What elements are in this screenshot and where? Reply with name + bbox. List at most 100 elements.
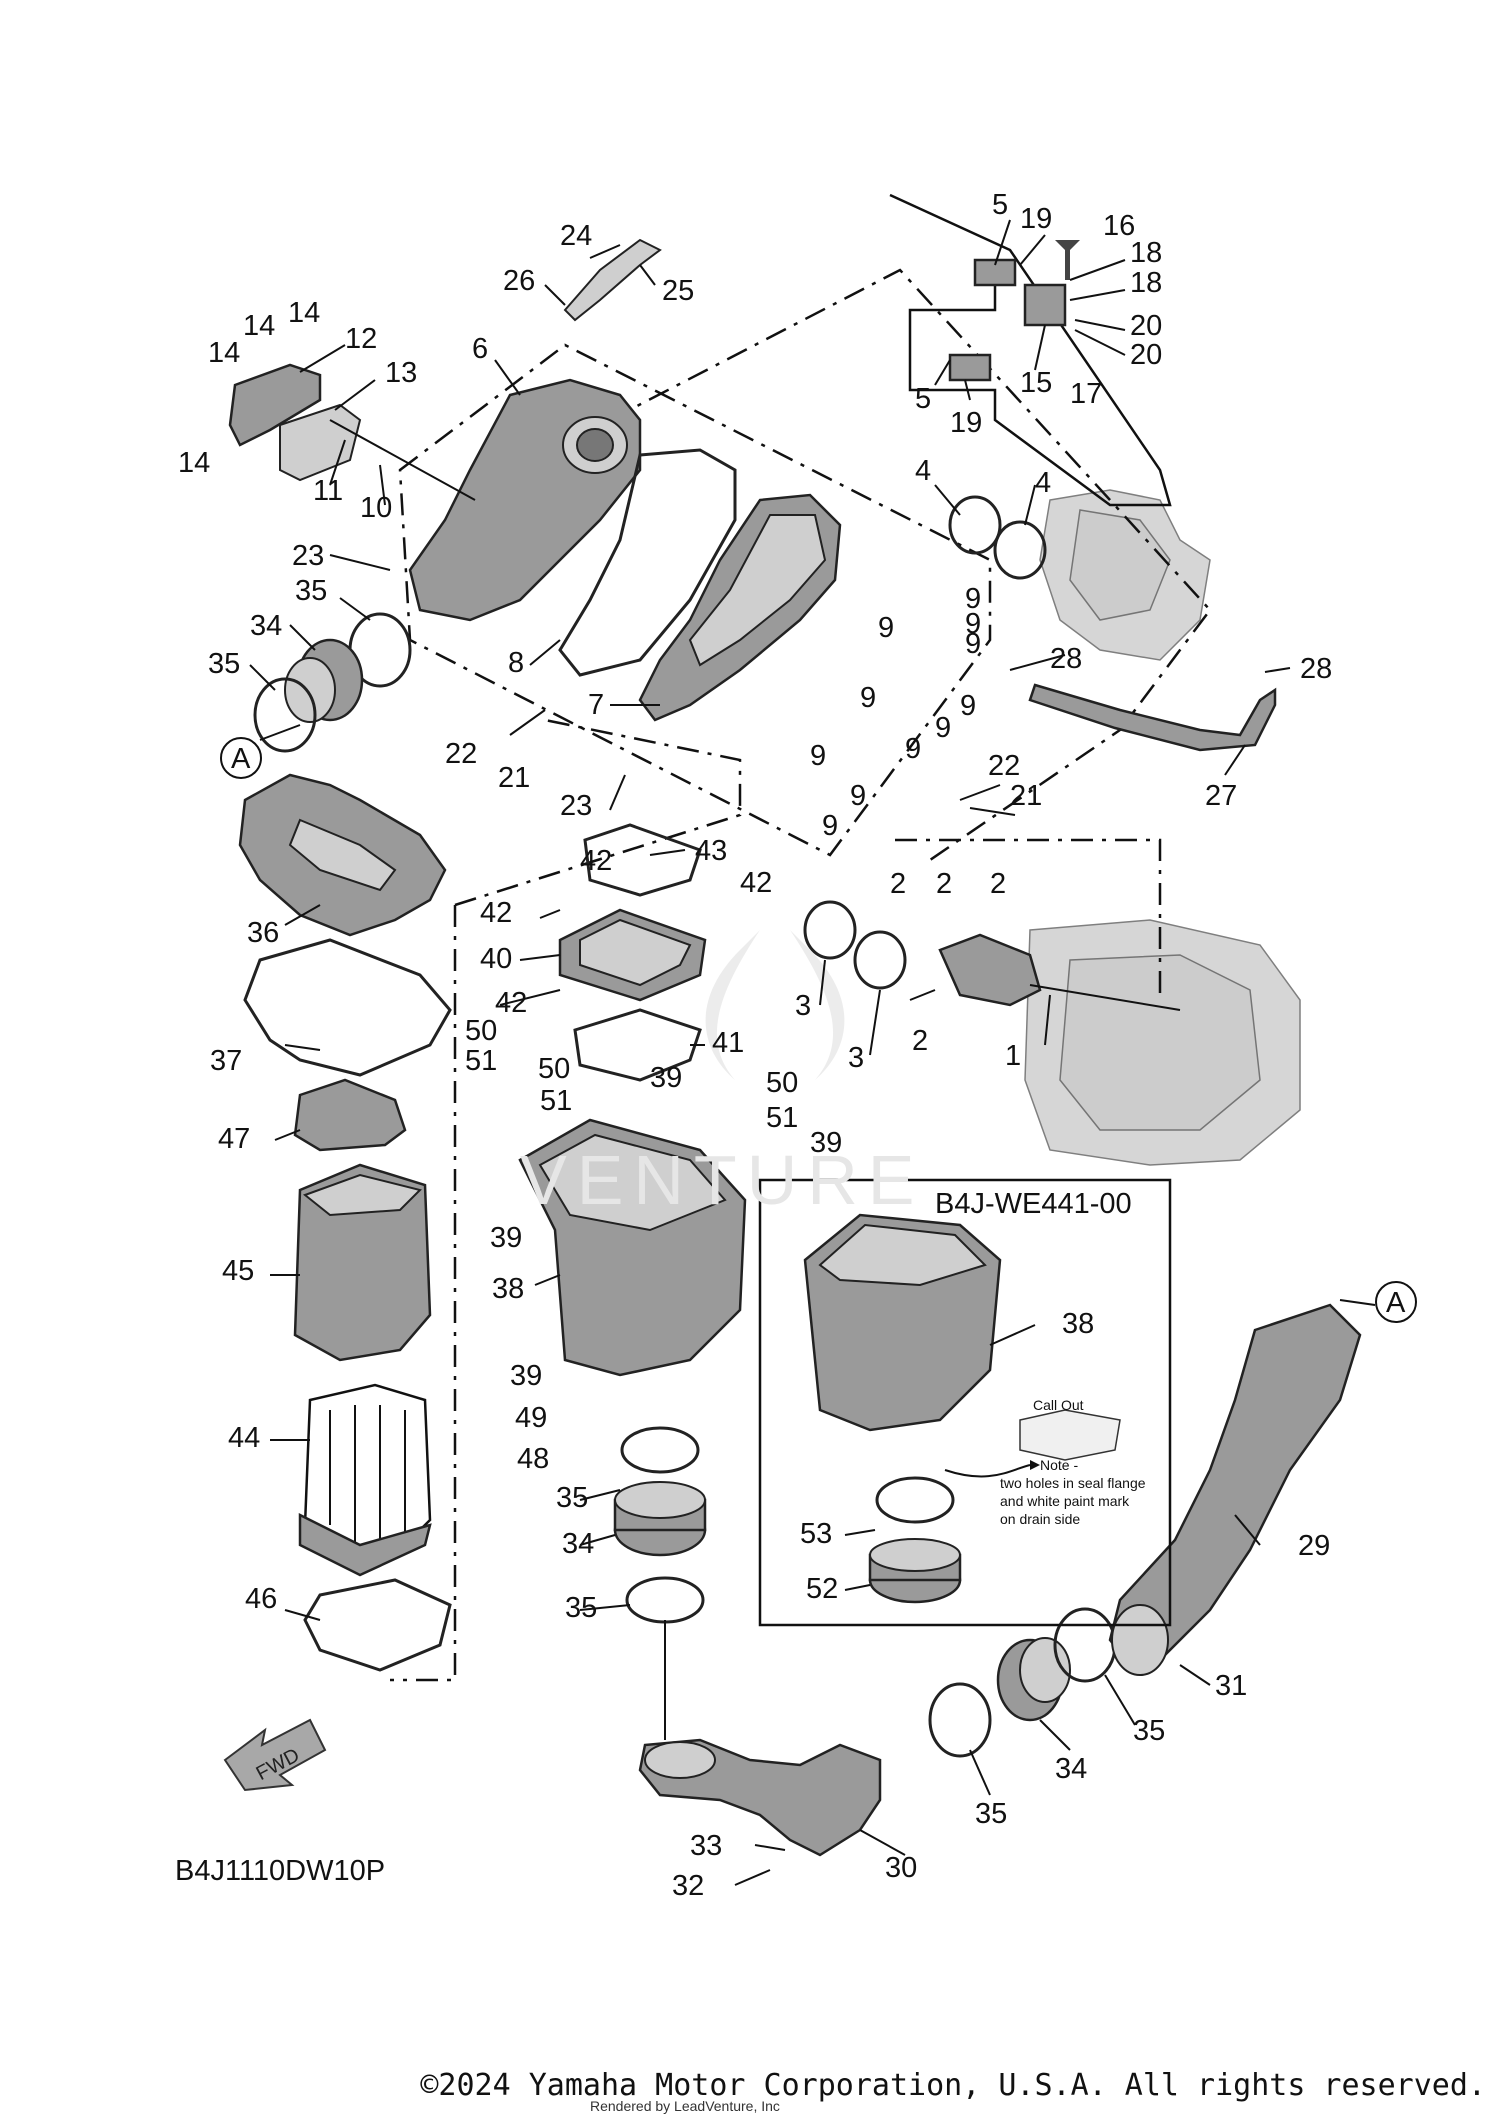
part-40-filter-screen <box>558 908 707 1002</box>
label-24: 24 <box>560 220 592 252</box>
part-30-intake-duct <box>638 1738 882 1857</box>
label-36: 36 <box>247 917 279 949</box>
part-35-clamp-e <box>928 1682 992 1758</box>
callout-arrow <box>944 1464 1031 1478</box>
part-7-airbox-base <box>638 493 842 722</box>
part-34-coupler-b <box>613 1481 707 1557</box>
bracket-frame-outline <box>889 193 1172 507</box>
label-9-f: 9 <box>960 690 976 722</box>
part-13-plate <box>279 403 362 482</box>
label-42-c: 42 <box>480 897 512 929</box>
label-3-a: 3 <box>795 990 811 1022</box>
label-30: 30 <box>885 1852 917 1884</box>
label-12: 12 <box>345 323 377 355</box>
label-19-top: 19 <box>1020 203 1052 235</box>
part-16-tag <box>1055 240 1080 280</box>
label-35-c: 35 <box>556 1482 588 1514</box>
label-50-b: 50 <box>538 1053 570 1085</box>
label-51-c: 51 <box>766 1102 798 1134</box>
note-line-1: Note - <box>1040 1457 1078 1473</box>
part-44-filter-cage <box>298 1383 432 1577</box>
label-31: 31 <box>1215 1670 1247 1702</box>
label-9-b: 9 <box>965 608 981 640</box>
label-19-lower: 19 <box>950 407 982 439</box>
label-51-a: 51 <box>465 1045 497 1077</box>
label-35-a: 35 <box>295 575 327 607</box>
label-49: 49 <box>515 1402 547 1434</box>
label-14-d: 14 <box>178 447 210 479</box>
inset-code: B4J-WE441-00 <box>935 1188 1132 1220</box>
part-1-joint <box>938 933 1181 1011</box>
label-28-b: 28 <box>1300 653 1332 685</box>
label-34-c: 34 <box>1055 1753 1087 1785</box>
label-18-b: 18 <box>1130 267 1162 299</box>
label-21-a: 21 <box>498 762 530 794</box>
part-15-mount <box>1023 283 1067 327</box>
label-35-b: 35 <box>208 648 240 680</box>
label-5-top: 5 <box>992 189 1008 221</box>
label-47: 47 <box>218 1123 250 1155</box>
part-38-filter-box <box>518 1118 747 1377</box>
label-5-lower: 5 <box>915 383 931 415</box>
part-8-seal <box>558 448 737 677</box>
label-20-b: 20 <box>1130 339 1162 371</box>
part-35-clamp-f <box>1053 1607 1117 1683</box>
label-6: 6 <box>472 333 488 365</box>
part-47-pad <box>293 1078 407 1152</box>
callout-shape <box>1019 1409 1121 1461</box>
label-32: 32 <box>672 1870 704 1902</box>
label-13: 13 <box>385 357 417 389</box>
part-35-clamp-c <box>620 1426 700 1474</box>
label-17: 17 <box>1070 378 1102 410</box>
label-50-c: 50 <box>766 1067 798 1099</box>
copyright-notice: ©2024 Yamaha Motor Corporation, U.S.A. A… <box>420 2068 1486 2103</box>
label-35-e: 35 <box>1133 1715 1165 1747</box>
ref-circle-a-right <box>1375 1281 1417 1323</box>
part-29-air-duct <box>1108 1303 1362 1676</box>
shaft-line <box>329 419 476 501</box>
label-20-a: 20 <box>1130 310 1162 342</box>
label-7: 7 <box>588 689 604 721</box>
reference-line-upper <box>609 268 1212 862</box>
part-45-filter-element <box>293 1163 432 1362</box>
part-34-coupler-a <box>284 638 364 723</box>
label-11: 11 <box>313 475 343 507</box>
label-28-a: 28 <box>1050 643 1082 675</box>
label-9-a: 9 <box>965 583 981 615</box>
label-2-d: 2 <box>912 1025 928 1057</box>
label-14-c: 14 <box>208 337 240 369</box>
label-46: 46 <box>245 1583 277 1615</box>
part-46-gasket <box>303 1578 452 1672</box>
label-1: 1 <box>1005 1040 1021 1072</box>
label-9-i: 9 <box>810 740 826 772</box>
label-53: 53 <box>800 1518 832 1550</box>
label-29: 29 <box>1298 1530 1330 1562</box>
label-45: 45 <box>222 1255 254 1287</box>
label-22-a: 22 <box>445 738 477 770</box>
label-35-f: 35 <box>975 1798 1007 1830</box>
label-15: 15 <box>1020 367 1052 399</box>
label-38-b: 38 <box>1062 1308 1094 1340</box>
label-8: 8 <box>508 647 524 679</box>
label-34-a: 34 <box>250 610 282 642</box>
part-12-bracket <box>228 363 322 447</box>
label-2-c: 2 <box>990 868 1006 900</box>
reference-line-intake <box>895 838 1162 1000</box>
forward-arrow-icon <box>223 1718 327 1792</box>
ref-label-a-left: A <box>231 743 251 775</box>
leader-lines <box>249 219 1376 1886</box>
part-24-rod <box>563 238 662 322</box>
label-42-d: 42 <box>495 987 527 1019</box>
label-48: 48 <box>517 1443 549 1475</box>
label-34-b: 34 <box>562 1528 594 1560</box>
label-3-b: 3 <box>848 1042 864 1074</box>
label-22-b: 22 <box>988 750 1020 782</box>
label-38-a: 38 <box>492 1273 524 1305</box>
part-3-clamp-right <box>853 930 907 990</box>
part-4-clamp-right <box>993 520 1047 580</box>
inset-box <box>758 1178 1172 1627</box>
label-44: 44 <box>228 1422 260 1454</box>
label-2-a: 2 <box>890 868 906 900</box>
reference-line-left <box>390 905 457 1682</box>
label-9-g: 9 <box>935 712 951 744</box>
